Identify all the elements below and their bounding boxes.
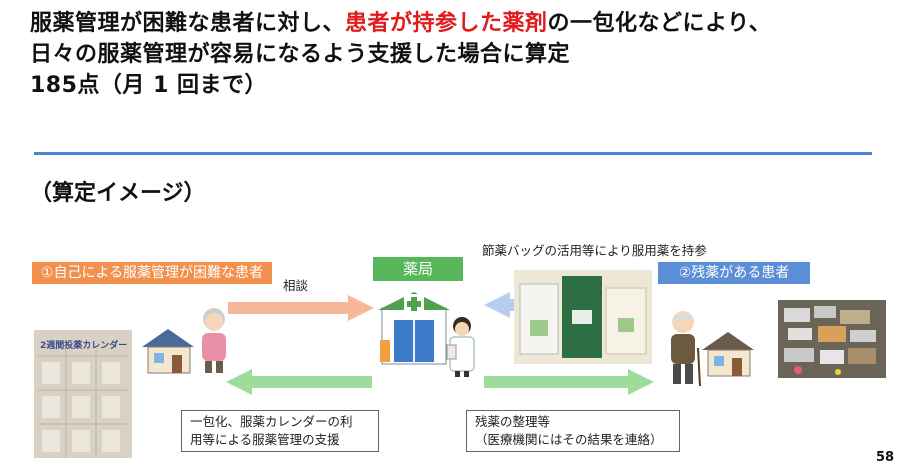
support-box-line: 一包化、服薬カレンダーの利 — [190, 414, 353, 429]
house-icon — [142, 329, 194, 374]
heading-highlight: 患者が持参した薬剤 — [345, 11, 548, 36]
arrow-support — [226, 369, 372, 395]
heading-line-2: 日々の服薬管理が容易になるよう支援した場合に算定 — [30, 42, 571, 67]
heading-line-3: 185点（月 1 回まで） — [30, 73, 268, 98]
medicine-bags-photo — [514, 270, 652, 364]
pills-icon — [784, 306, 876, 375]
calendar-grid-icon — [38, 350, 128, 458]
slide-heading: 服薬管理が困難な患者に対し、患者が持参した薬剤の一包化などにより、 日々の服薬管… — [30, 8, 771, 101]
elderly-woman-icon — [202, 308, 226, 373]
medication-calendar-photo: 2週間投薬カレンダー — [34, 330, 132, 458]
support-box-line: 用等による服薬管理の支援 — [190, 432, 340, 447]
heading-line-1: 服薬管理が困難な患者に対し、患者が持参した薬剤の一包化などにより、 — [30, 8, 771, 39]
house-icon — [702, 332, 754, 377]
pharmacy-building-icon — [378, 292, 450, 365]
bag-icon — [519, 276, 647, 358]
consult-label: 相談 — [283, 278, 309, 293]
organize-box: 残薬の整理等 （医療機関にはその結果を連絡） — [466, 410, 680, 452]
page-number: 58 — [876, 450, 895, 465]
arrow-consult — [228, 295, 374, 321]
arrow-organize — [484, 369, 654, 395]
elderly-man-icon — [671, 311, 701, 387]
leftover-medicine-photo — [778, 300, 886, 378]
support-box: 一包化、服薬カレンダーの利 用等による服薬管理の支援 — [181, 410, 379, 452]
heading-text: の一包化などにより、 — [547, 11, 772, 36]
organize-box-line: 残薬の整理等 — [475, 414, 551, 429]
divider-line — [34, 152, 872, 155]
calendar-photo-text: 2週間投薬カレンダー — [40, 341, 128, 351]
patient-right-tag: ②残薬がある患者 — [658, 262, 810, 284]
patient-left-tag: ①自己による服薬管理が困難な患者 — [32, 262, 272, 284]
organize-box-line: （医療機関にはその結果を連絡） — [475, 432, 663, 447]
pharmacist-icon — [446, 317, 475, 377]
bring-label: 節薬バッグの活用等により服用薬を持参 — [482, 243, 707, 258]
pharmacy-tag: 薬局 — [373, 257, 463, 281]
heading-text: 服薬管理が困難な患者に対し、 — [30, 11, 346, 36]
section-title: （算定イメージ） — [30, 181, 206, 206]
